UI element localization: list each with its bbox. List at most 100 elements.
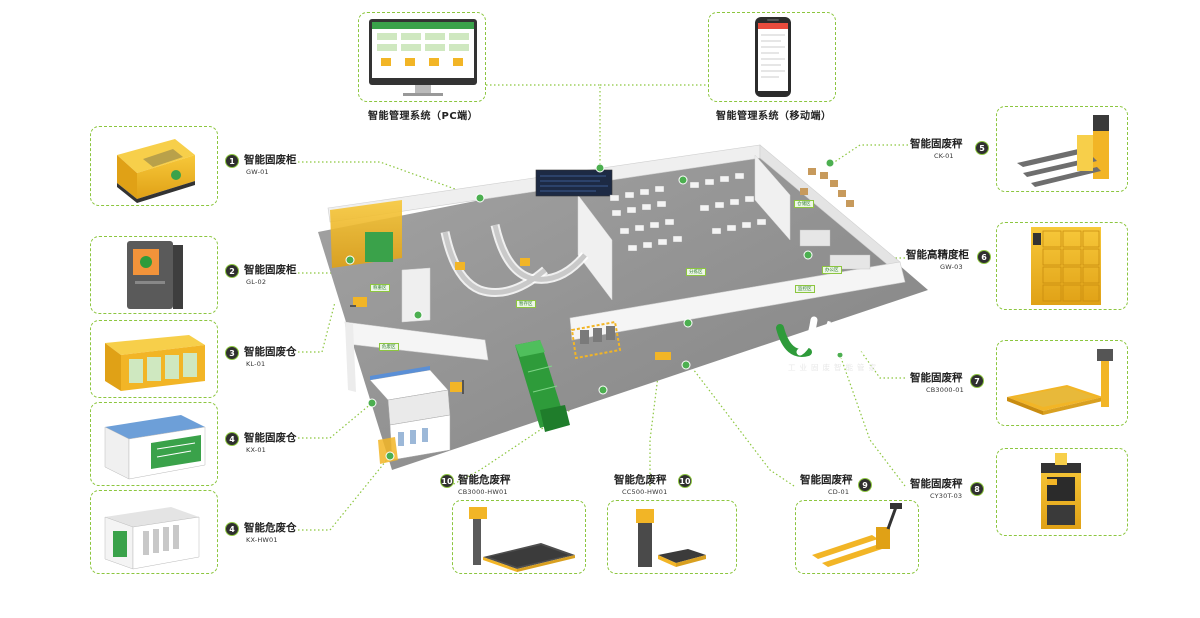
badge-4: 4 [225,432,239,446]
equipment-label-10b: 智能危废秤 [614,474,667,486]
waste-warehouse-icon [104,415,206,480]
platform-scale-icon [469,507,575,572]
equipment-model-2: GL-02 [246,278,267,286]
connector-4b [298,455,391,531]
conveyor-1-belt [442,231,547,295]
connector-8 [839,354,906,487]
equipment-label-1: 智能固废柜 [244,154,297,166]
floor-plan [318,144,928,470]
connector-5 [829,144,908,166]
partition-3 [401,267,431,323]
equipment-label-2: 智能固废柜 [244,264,297,276]
workstations-b [689,172,767,235]
green-door [365,232,393,262]
system-card-pc [358,12,486,102]
waste-warehouse-icon [105,335,205,391]
equipment-model-8: CY30T-03 [930,492,963,500]
system-label-mobile: 智能管理系统（移动端） [716,111,832,122]
equipment-card-4-hw [90,490,218,574]
equipment-card-7 [996,340,1128,426]
forklift-right [450,380,464,394]
badge-10a: 10 [440,474,454,488]
equipment-label-3: 智能固废仓 [244,346,297,358]
forklift-left [350,297,367,307]
compactor-scale-icon [1041,453,1081,529]
badge-1: 1 [225,154,239,168]
equipment-card-4 [90,402,218,486]
equipment-label-4-hw: 智能危废仓 [244,522,297,534]
equipment-card-2 [90,236,218,314]
equipment-model-4: KX-01 [246,446,267,454]
wall-left-side [345,322,356,392]
equipment-card-10b [607,500,737,574]
marker-dots [345,158,844,461]
floor-surface [318,145,928,470]
connector-9 [689,364,795,487]
equipment-model-10b: CC500-HW01 [622,488,668,496]
badge-4-hw: 4 [225,522,239,536]
smartphone-icon [755,17,791,97]
connector-7 [859,349,905,379]
pallet-truck-scale-icon [812,503,902,567]
equipment-label-8: 智能固废秤 [910,478,963,490]
room-tag: 称重区 [370,284,390,292]
truck [515,340,570,432]
monitor-icon [369,19,477,96]
equipment-card-5 [996,106,1128,192]
platform-scale-icon [1007,349,1113,415]
equipment-card-9 [795,500,919,574]
floor-logo-mark [776,316,818,357]
badge-3: 3 [225,346,239,360]
connector-1 [298,161,481,199]
badge-7: 7 [970,374,984,388]
badge-5: 5 [975,141,989,155]
waste-cabinet-icon [117,139,195,203]
hazardous-warehouse-icon [104,507,200,570]
pallet-truck-floor [655,352,671,360]
floor-warehouse-kx [369,366,451,461]
badge-8: 8 [970,482,984,496]
conveyor-2-belt [492,224,587,282]
room-tag: 危废区 [379,343,399,351]
equipment-label-7: 智能固废秤 [910,372,963,384]
equipment-card-6 [996,222,1128,310]
platform-scale-icon [636,509,706,567]
equipment-model-10a: CB3000-HW01 [458,488,508,496]
badge-2: 2 [225,264,239,278]
forklift-scale-icon [1017,115,1109,187]
room-tag: 暂存区 [516,300,536,308]
locker-cabinet-icon [1031,227,1101,305]
room-tag: 分拣区 [686,268,706,276]
equipment-model-3: KL-01 [246,360,266,368]
equipment-card-1 [90,126,218,206]
monitor-screen [535,169,613,197]
equipment-label-6: 智能高精度柜 [906,249,969,261]
room-tag: 办公区 [822,266,842,274]
equipment-model-4-hw: KX-HW01 [246,536,278,544]
floor-logo-tagline: 工业固废智能管家 [788,363,880,372]
equipment-model-5: CK-01 [934,152,954,160]
workstations-a [609,185,683,252]
badge-9: 9 [858,478,872,492]
floor-logo-text: 优废 [820,320,884,355]
connector-4 [298,402,373,439]
connector-3 [298,301,336,353]
room-tag: 仓储区 [794,200,814,208]
equipment-card-3 [90,320,218,398]
equipment-label-5: 智能固废秤 [910,138,963,150]
hazard-bins [580,326,615,344]
front-wall-right [569,261,906,341]
partition-2 [754,154,791,241]
equipment-model-6: GW-03 [940,263,963,271]
connector-pc [478,84,601,168]
equipment-card-8 [996,448,1128,536]
room-tag: 监控区 [795,285,815,293]
equipment-card-10a [452,500,586,574]
system-card-mobile [708,12,836,102]
equipment-label-4: 智能固废仓 [244,432,297,444]
equipment-label-10a: 智能危废秤 [458,474,511,486]
equipment-model-1: GW-01 [246,168,269,176]
badge-6: 6 [977,250,991,264]
